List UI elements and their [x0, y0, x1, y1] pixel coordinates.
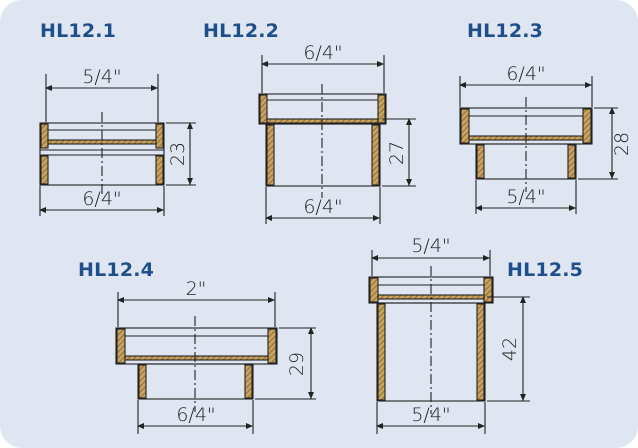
dim-top-hl12-3: 6/4"	[506, 63, 545, 85]
fitting-hl12-5	[368, 250, 530, 434]
dim-height-hl12-4: 29	[286, 352, 308, 376]
dim-bottom-hl12-5: 5/4"	[411, 404, 450, 426]
dim-top-hl12-4: 2"	[186, 278, 207, 300]
part-code-hl12-4: HL12.4	[78, 259, 155, 281]
part-code-hl12-1: HL12.1	[40, 20, 117, 42]
dim-height-hl12-3: 28	[611, 132, 633, 156]
part-code-hl12-5: HL12.5	[507, 259, 584, 281]
dim-bottom-hl12-3: 5/4"	[506, 186, 545, 208]
fitting-hl12-4	[115, 292, 316, 434]
dim-top-hl12-2: 6/4"	[303, 42, 342, 64]
fitting-hl12-1	[39, 74, 196, 216]
dim-top-hl12-5: 5/4"	[411, 235, 450, 257]
dim-top-hl12-1: 5/4"	[82, 66, 121, 88]
dim-bottom-hl12-1: 6/4"	[82, 188, 121, 210]
fitting-hl12-3	[459, 76, 618, 214]
part-code-hl12-3: HL12.3	[467, 20, 544, 42]
fitting-hl12-2	[258, 55, 416, 224]
dim-height-hl12-2: 27	[386, 141, 408, 165]
dim-bottom-hl12-2: 6/4"	[303, 196, 342, 218]
dim-height-hl12-1: 23	[167, 142, 189, 166]
dim-height-hl12-5: 42	[499, 337, 521, 361]
part-code-hl12-2: HL12.2	[203, 20, 280, 42]
dim-bottom-hl12-4: 6/4"	[176, 404, 215, 426]
